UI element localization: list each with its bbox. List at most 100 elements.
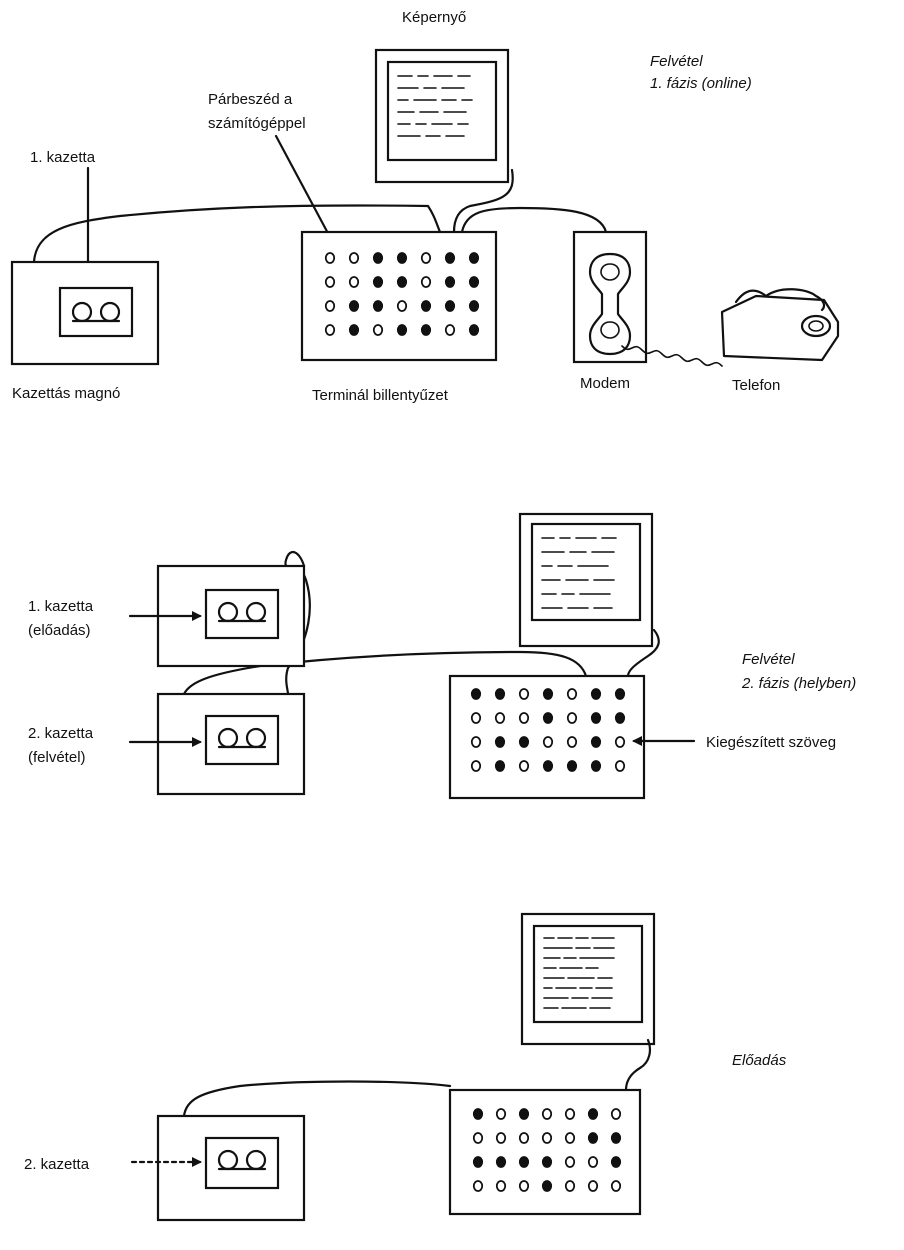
keyboard-key <box>494 688 506 700</box>
cassette-slot <box>204 1136 280 1190</box>
keyboard-key <box>614 688 626 700</box>
keyboard-key <box>470 688 482 700</box>
keyboard-key <box>468 276 480 288</box>
keyboard-key <box>472 1156 484 1168</box>
monitor-screen <box>530 522 642 622</box>
keyboard-key <box>324 324 336 336</box>
keyboard-key <box>610 1156 622 1168</box>
phase3-keyboard <box>448 1088 642 1216</box>
keyboard-key <box>444 300 456 312</box>
keyboard-key <box>610 1180 622 1192</box>
keyboard-key <box>420 324 432 336</box>
phase1-recorder <box>10 260 160 366</box>
keyboard-key <box>470 736 482 748</box>
keyboard-key <box>518 712 530 724</box>
keyboard-key <box>564 1180 576 1192</box>
screen-text-lines <box>397 75 473 137</box>
keyboard-key <box>614 712 626 724</box>
phase2-recorder2 <box>156 692 306 796</box>
keyboard-key <box>396 276 408 288</box>
keyboard-key <box>564 1108 576 1120</box>
keyboard-body <box>300 230 498 362</box>
phase1-monitor <box>374 48 510 184</box>
keyboard-key <box>518 1156 530 1168</box>
keyboard-key <box>468 324 480 336</box>
keyboard-key <box>518 736 530 748</box>
keyboard-key <box>495 1132 507 1144</box>
keyboard-key <box>324 276 336 288</box>
phase3-recorder <box>156 1114 306 1222</box>
keyboard-key <box>610 1132 622 1144</box>
keyboard-key <box>590 712 602 724</box>
keyboard-key <box>470 760 482 772</box>
phase1-screen-label: Képernyő <box>402 9 466 26</box>
keyboard-key <box>420 276 432 288</box>
phase1-cassette-label: 1. kazetta <box>30 149 96 166</box>
monitor-screen <box>386 60 498 162</box>
recorder2-keyboard-cable <box>182 650 588 696</box>
keyboard-key <box>541 1180 553 1192</box>
phase1-modem-label: Modem <box>580 375 630 392</box>
keyboard-key <box>372 300 384 312</box>
keyboard-key <box>468 300 480 312</box>
keyboard-key <box>372 276 384 288</box>
keyboard-key <box>541 1156 553 1168</box>
phase1-dialog-label-line1: Párbeszéd a <box>208 91 293 108</box>
keyboard-key <box>324 252 336 264</box>
keyboard-key <box>444 324 456 336</box>
keyboard-key <box>541 1108 553 1120</box>
keyboard-key <box>348 300 360 312</box>
keyboard-key <box>396 324 408 336</box>
keyboard-key <box>444 252 456 264</box>
keyboard-key <box>495 1156 507 1168</box>
phase1-keyboard-label: Terminál billentyűzet <box>312 387 449 404</box>
keyboard-key <box>590 688 602 700</box>
keyboard-key <box>614 760 626 772</box>
phase2-cassette2-label-line2: (felvétel) <box>28 749 86 766</box>
keyboard-key <box>372 324 384 336</box>
phone-handset <box>734 288 826 312</box>
keyboard-key <box>472 1108 484 1120</box>
keyboard-key <box>587 1108 599 1120</box>
phone-cord <box>621 345 723 367</box>
phase1-phone-label: Telefon <box>732 377 780 394</box>
cassette-slot <box>204 714 280 766</box>
phase2-title-line2: 2. fázis (helyben) <box>741 675 856 692</box>
keyboard-key <box>494 736 506 748</box>
monitor-keyboard-cable <box>626 628 660 678</box>
recorder-keyboard-cable <box>182 1080 452 1118</box>
phase1-recorder-label: Kazettás magnó <box>12 385 120 402</box>
screen-text-lines <box>541 537 617 609</box>
phase1-modem <box>572 230 648 364</box>
phase3-monitor <box>520 912 656 1046</box>
keyboard-key <box>587 1156 599 1168</box>
phase3-cassette-label: 2. kazetta <box>24 1156 90 1173</box>
recorder-cable <box>32 204 442 264</box>
phase2-title-line1: Felvétel <box>742 651 795 668</box>
cassette-slot <box>204 588 280 640</box>
monitor-keyboard-cable <box>624 1038 651 1092</box>
keyboard-key <box>566 712 578 724</box>
phase2-text-label: Kiegészített szöveg <box>706 734 836 751</box>
keyboard-key <box>518 688 530 700</box>
keyboard-key <box>420 252 432 264</box>
phase2-monitor <box>518 512 654 648</box>
keyboard-key <box>564 1156 576 1168</box>
keyboard-key <box>566 760 578 772</box>
keyboard-key <box>566 736 578 748</box>
phase2-cassette2-label-line1: 2. kazetta <box>28 725 94 742</box>
screen-text-lines <box>543 937 615 1009</box>
keyboard-key <box>468 252 480 264</box>
keyboard-key <box>587 1132 599 1144</box>
phone-base <box>720 294 840 362</box>
keyboard-key <box>587 1180 599 1192</box>
keyboard-key <box>542 712 554 724</box>
keyboard-key <box>372 252 384 264</box>
keyboard-key <box>444 276 456 288</box>
keyboard-key <box>470 712 482 724</box>
phase1-dialog-label-line2: számítógéppel <box>208 115 306 132</box>
keyboard-key <box>324 300 336 312</box>
phase3-title: Előadás <box>732 1052 787 1069</box>
